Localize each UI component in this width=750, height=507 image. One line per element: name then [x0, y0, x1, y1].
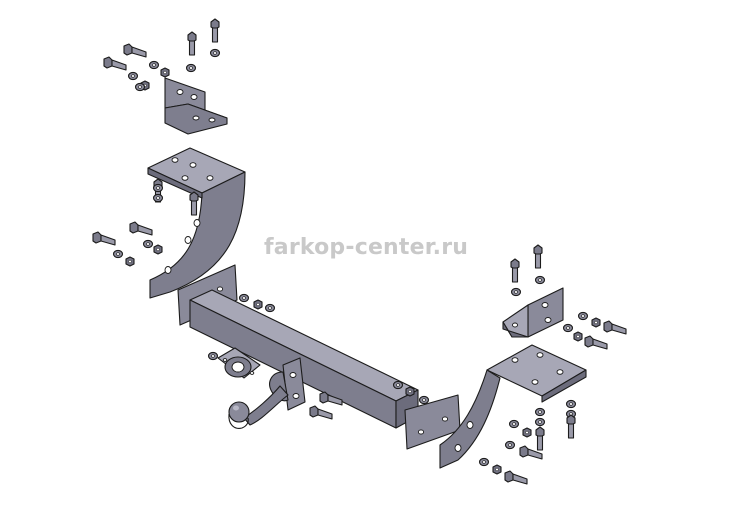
- fasteners-left-top: [103, 18, 221, 92]
- right-vertical-bracket: [439, 344, 587, 469]
- left-upper-l-bracket: [164, 77, 228, 135]
- left-vertical-bracket: [147, 147, 246, 299]
- right-upper-l-bracket: [502, 287, 564, 338]
- fasteners-left-middle: [92, 178, 199, 267]
- watermark-text: farkop-center.ru: [264, 235, 469, 260]
- socket-plate: [207, 347, 261, 379]
- ball-mount: [228, 357, 306, 429]
- fasteners-right-bottom: [478, 399, 577, 485]
